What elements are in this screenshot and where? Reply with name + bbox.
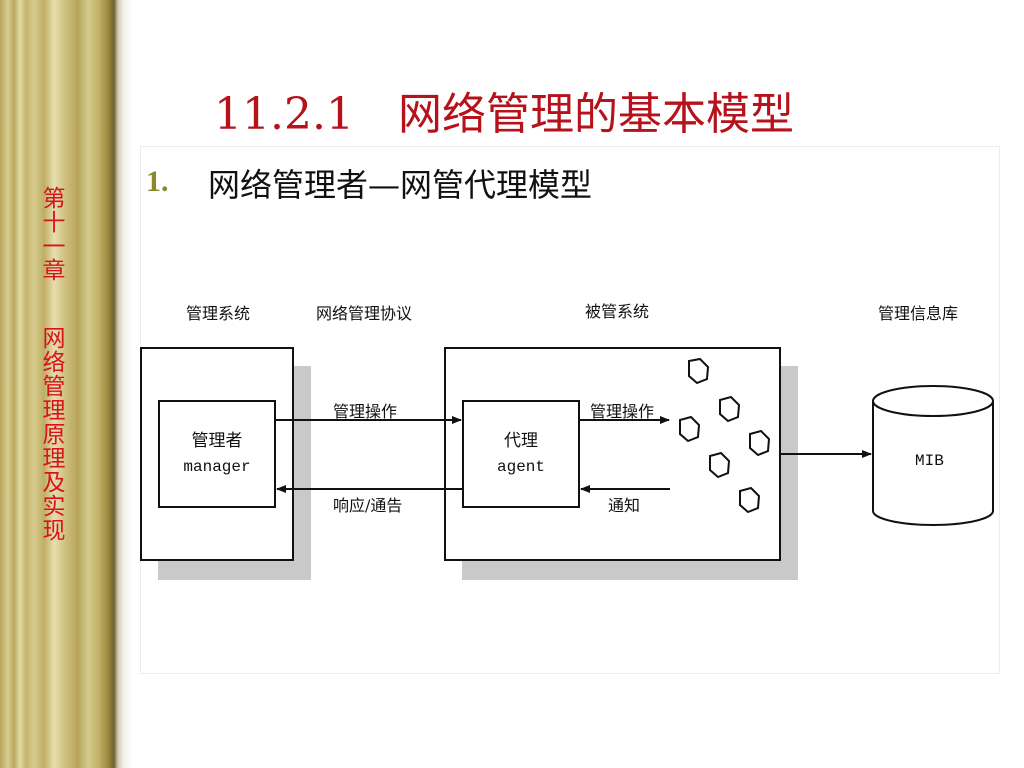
chapter-label: 第十一章 (38, 186, 64, 282)
slide-title: 11.2.1 网络管理的基本模型 (214, 89, 794, 140)
label-notification: 通知 (608, 496, 641, 515)
agent-label-en: agent (496, 458, 545, 476)
agent-box: 代理 agent (462, 400, 580, 508)
manager-box: 管理者 manager (158, 400, 276, 508)
label-network-protocol: 网络管理协议 (316, 304, 413, 323)
bullet-text: 网络管理者—网管代理模型 (208, 166, 593, 204)
label-manage-operation-objects: 管理操作 (590, 402, 655, 421)
mib-database-icon (872, 385, 994, 526)
managed-object-icon (709, 451, 731, 479)
label-mib-title: 管理信息库 (878, 304, 959, 323)
label-managed-system: 被管系统 (585, 302, 650, 321)
managed-object-icon (688, 357, 710, 385)
label-response-notify: 响应/通告 (333, 496, 403, 515)
mib-label: MIB (915, 452, 944, 470)
manager-label: 管理者 (191, 431, 243, 451)
managed-object-icon (739, 486, 761, 514)
bullet-number: 1. (146, 165, 169, 198)
managed-object-icon (749, 429, 771, 457)
label-manage-operation: 管理操作 (333, 402, 398, 421)
agent-label: 代理 (504, 431, 538, 451)
sidebar-decoration (0, 0, 132, 768)
course-label: 网络管理原理及实现 (38, 326, 64, 542)
label-management-system: 管理系统 (186, 304, 251, 323)
managed-object-icon (719, 395, 741, 423)
managed-object-icon (679, 415, 701, 443)
manager-label-en: manager (183, 458, 251, 476)
